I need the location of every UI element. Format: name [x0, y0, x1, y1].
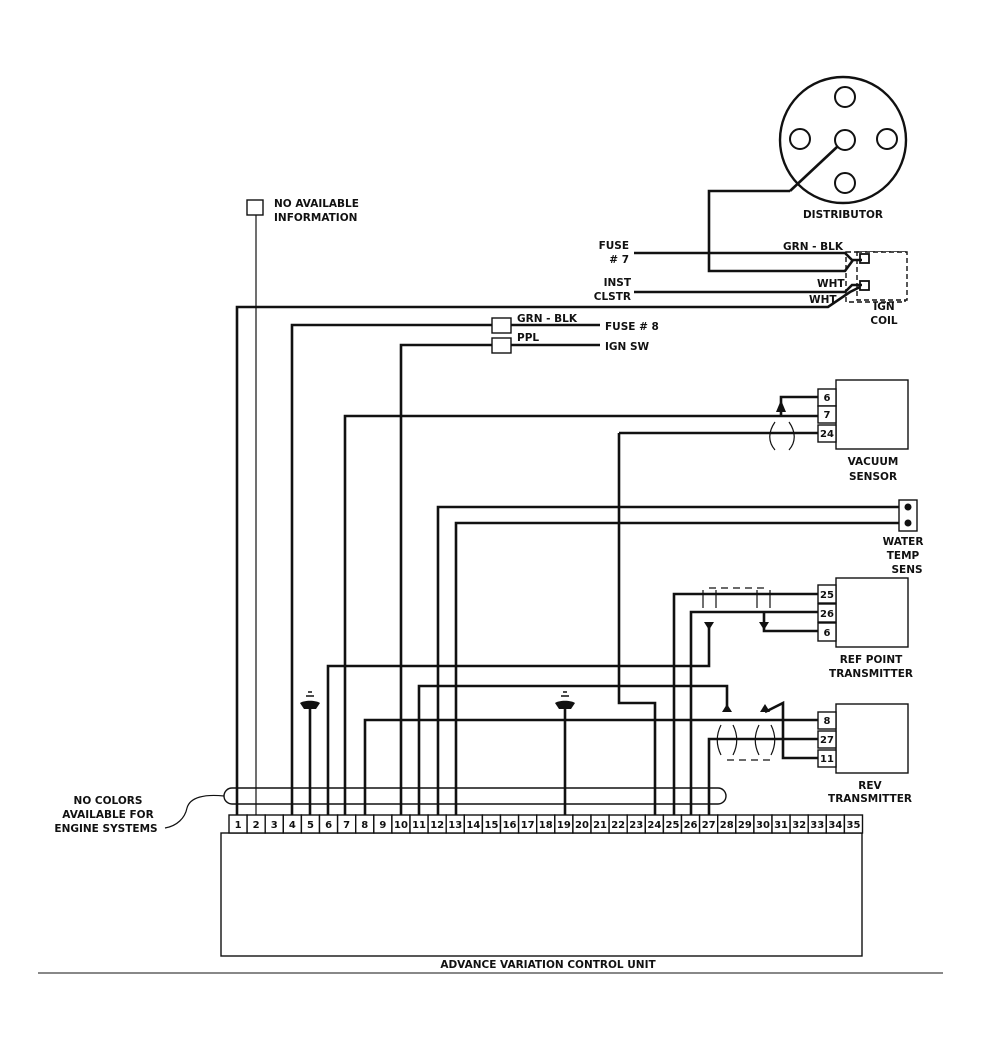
- ref-point-pins: [817, 584, 837, 642]
- harness-leader-line: [164, 794, 225, 829]
- ref-pin-2: 26: [820, 609, 834, 620]
- terminal-label-26: 26: [684, 820, 698, 831]
- no-info-connector: [246, 199, 264, 216]
- ref-point-body: [835, 577, 909, 648]
- wht-label-1: WHT: [817, 278, 845, 290]
- no-colors-label-3: ENGINE SYSTEMS: [54, 823, 157, 835]
- terminal-label-3: 3: [271, 820, 278, 831]
- no-colors-label-2: AVAILABLE FOR: [62, 809, 153, 821]
- terminal-label-18: 18: [539, 820, 553, 831]
- ref-point-wiring: [326, 587, 818, 818]
- distributor: [778, 75, 908, 205]
- rev-wiring: [363, 684, 818, 818]
- ign-sw-connector: [491, 337, 512, 354]
- vacuum-sensor-body: [835, 379, 909, 450]
- water-temp-label-1: WATER: [883, 536, 924, 548]
- vacuum-pin-3: 24: [820, 429, 834, 440]
- fuse8-connector: [491, 317, 512, 334]
- terminal-label-30: 30: [756, 820, 770, 831]
- ign-coil-label-2: COIL: [870, 315, 898, 327]
- terminal-label-7: 7: [343, 820, 350, 831]
- rev-pin-3: 11: [820, 754, 834, 765]
- terminal-label-11: 11: [412, 820, 426, 831]
- ign-coil: [845, 251, 908, 303]
- terminal-label-21: 21: [593, 820, 607, 831]
- ref-point-label-1: REF POINT: [840, 654, 903, 666]
- terminal-label-24: 24: [647, 820, 661, 831]
- terminal-label-2: 2: [253, 820, 260, 831]
- rev-transmitter-body: [835, 703, 909, 774]
- no-info-label-2: INFORMATION: [274, 212, 357, 224]
- rev-pin-2: 27: [820, 735, 834, 746]
- fuse7-label-1: FUSE: [599, 240, 629, 252]
- fuse-ign-wiring: [255, 215, 600, 818]
- vacuum-pin-1: 6: [824, 393, 831, 404]
- water-temp-sensor: [898, 499, 918, 532]
- vacuum-sensor-label-1: VACUUM: [848, 456, 899, 468]
- rev-transmitter-label-1: REV: [858, 780, 882, 792]
- terminal-label-28: 28: [720, 820, 734, 831]
- grn-blk-coil-label: GRN - BLK: [783, 241, 844, 253]
- vacuum-pin-2: 7: [824, 410, 831, 421]
- terminal-label-34: 34: [828, 820, 842, 831]
- inst-clstr-label-2: CLSTR: [594, 291, 631, 303]
- inst-clstr-label-1: INST: [604, 277, 632, 289]
- ign-coil-label-1: IGN: [873, 301, 894, 313]
- terminal-label-4: 4: [289, 820, 296, 831]
- rev-pin-1: 8: [824, 716, 831, 727]
- terminal-label-32: 32: [792, 820, 806, 831]
- terminal-label-8: 8: [361, 820, 368, 831]
- terminal-label-16: 16: [503, 820, 517, 831]
- terminal-label-6: 6: [325, 820, 332, 831]
- no-colors-label-1: NO COLORS: [74, 795, 143, 807]
- terminal-label-13: 13: [448, 820, 462, 831]
- terminal-label-5: 5: [307, 820, 314, 831]
- terminal-label-10: 10: [394, 820, 408, 831]
- ref-pin-3: 6: [824, 628, 831, 639]
- water-temp-label-3: SENS: [891, 564, 922, 576]
- terminal-label-29: 29: [738, 820, 752, 831]
- wht-label-2: WHT: [809, 294, 837, 306]
- terminal-35: [843, 814, 864, 834]
- water-temp-wiring: [436, 505, 899, 818]
- vacuum-sensor-pins: [817, 388, 837, 443]
- rev-transmitter-pins: [817, 711, 837, 768]
- ref-point-label-2: TRANSMITTER: [829, 668, 913, 680]
- ign-sw-label: IGN SW: [605, 341, 650, 353]
- terminal-label-19: 19: [557, 820, 571, 831]
- control-unit-body: [220, 832, 863, 957]
- terminal-label-22: 22: [611, 820, 625, 831]
- terminal-label-23: 23: [629, 820, 643, 831]
- grn-blk-fuse8-label: GRN - BLK: [517, 313, 578, 325]
- terminal-label-35: 35: [846, 820, 860, 831]
- ground-symbol-19: [555, 691, 575, 818]
- terminal-label-31: 31: [774, 820, 788, 831]
- vacuum-sensor-label-2: SENSOR: [849, 471, 897, 483]
- water-temp-label-2: TEMP: [887, 550, 920, 562]
- wire-harness-bundle: [223, 787, 727, 805]
- terminal-label-15: 15: [484, 820, 498, 831]
- fuse7-label-2: # 7: [609, 254, 629, 266]
- control-unit-label: ADVANCE VARIATION CONTROL UNIT: [440, 959, 656, 971]
- ground-symbol-5: [300, 691, 320, 818]
- rev-transmitter-label-2: TRANSMITTER: [828, 793, 912, 805]
- coil-wiring: [235, 189, 862, 818]
- terminal-label-1: 1: [235, 820, 242, 831]
- terminal-label-14: 14: [466, 820, 480, 831]
- distributor-label: DISTRIBUTOR: [803, 209, 883, 221]
- terminal-label-12: 12: [430, 820, 444, 831]
- ref-pin-1: 25: [820, 590, 834, 601]
- terminal-label-27: 27: [702, 820, 716, 831]
- no-info-label-1: NO AVAILABLE: [274, 198, 359, 210]
- terminal-label-25: 25: [665, 820, 679, 831]
- terminal-label-9: 9: [379, 820, 386, 831]
- fuse8-label: FUSE # 8: [605, 321, 659, 333]
- terminal-label-20: 20: [575, 820, 589, 831]
- ppl-label: PPL: [517, 332, 539, 344]
- terminal-label-33: 33: [810, 820, 824, 831]
- terminal-label-17: 17: [521, 820, 535, 831]
- vacuum-wiring: [343, 395, 818, 818]
